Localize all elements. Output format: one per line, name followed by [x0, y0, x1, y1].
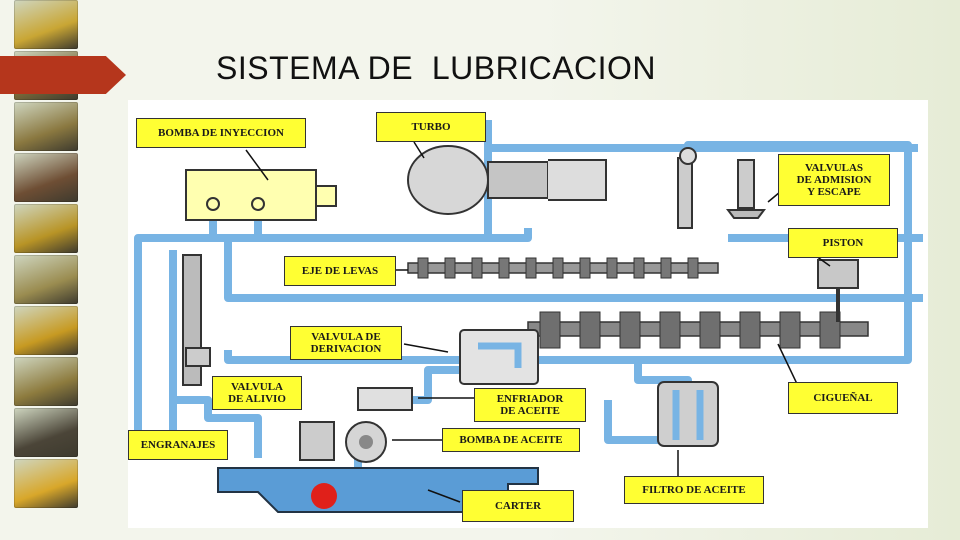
crank-throw [779, 311, 801, 349]
cam-lobe [444, 257, 456, 279]
crank-throw [539, 311, 561, 349]
piston-icon [817, 259, 859, 322]
label-engranajes: ENGRANAJES [128, 430, 228, 460]
crank-throw [579, 311, 601, 349]
gear-icon [14, 153, 78, 202]
cam-lobe [471, 257, 483, 279]
bulldozer-icon [14, 306, 78, 355]
oil-line-left-riser [134, 228, 532, 430]
label-piston: PISTON [788, 228, 898, 258]
injection-pump-icon [185, 169, 337, 221]
crank-throw [739, 311, 761, 349]
bypass-valve-icon [459, 329, 539, 385]
motor-grader-icon [14, 0, 78, 49]
cam-lobe [687, 257, 699, 279]
label-turbo: TURBO [376, 112, 486, 142]
oil-cooler-icon [357, 387, 413, 411]
cam-lobe [633, 257, 645, 279]
oil-circuit [134, 120, 923, 513]
gear-train-icon [182, 254, 211, 386]
valve-icon [677, 147, 766, 229]
label-valvula-alivio: VALVULA DE ALIVIO [212, 376, 302, 410]
label-eje-levas: EJE DE LEVAS [284, 256, 396, 286]
oil-line-relief [173, 396, 262, 458]
label-ciguenal: CIGUEÑAL [788, 382, 898, 414]
crankshaft-icon [527, 311, 869, 349]
oil-line-camshaft-gallery [224, 238, 923, 302]
camshaft-icon [407, 257, 719, 279]
turbo-icon [407, 145, 607, 215]
crank-throw [659, 311, 681, 349]
oil-filter-icon [657, 381, 719, 447]
crank-throw [819, 311, 841, 349]
drill-rig-icon [14, 408, 78, 457]
engine-icon [14, 204, 78, 253]
crank-throw [619, 311, 641, 349]
lubrication-diagram: BOMBA DE INYECCION TURBO VALVULAS DE ADM… [128, 100, 928, 528]
oil-pump-icon [345, 421, 387, 463]
thumbnail-strip [14, 0, 78, 540]
cam-lobe [417, 257, 429, 279]
cam-lobe [579, 257, 591, 279]
cam-lobe [525, 257, 537, 279]
dump-truck-icon [14, 459, 78, 508]
label-valvula-derivacion: VALVULA DE DERIVACION [290, 326, 402, 360]
cam-lobe [498, 257, 510, 279]
title-accent-arrow [0, 56, 126, 94]
excavator-icon [14, 102, 78, 151]
crank-throw [699, 311, 721, 349]
label-valvulas: VALVULAS DE ADMISION Y ESCAPE [778, 154, 890, 206]
label-filtro: FILTRO DE ACEITE [624, 476, 764, 504]
label-carter: CARTER [462, 490, 574, 522]
label-bomba-inyeccion: BOMBA DE INYECCION [136, 118, 306, 148]
cam-lobe [606, 257, 618, 279]
excavator-icon [14, 255, 78, 304]
cam-lobe [660, 257, 672, 279]
cam-lobe [552, 257, 564, 279]
label-enfriador: ENFRIADOR DE ACEITE [474, 388, 586, 422]
label-bomba-aceite: BOMBA DE ACEITE [442, 428, 580, 452]
slide-title: SISTEMA DE LUBRICACION [216, 50, 657, 86]
wheel-loader-icon [14, 357, 78, 406]
relief-valve-icon [299, 421, 335, 461]
